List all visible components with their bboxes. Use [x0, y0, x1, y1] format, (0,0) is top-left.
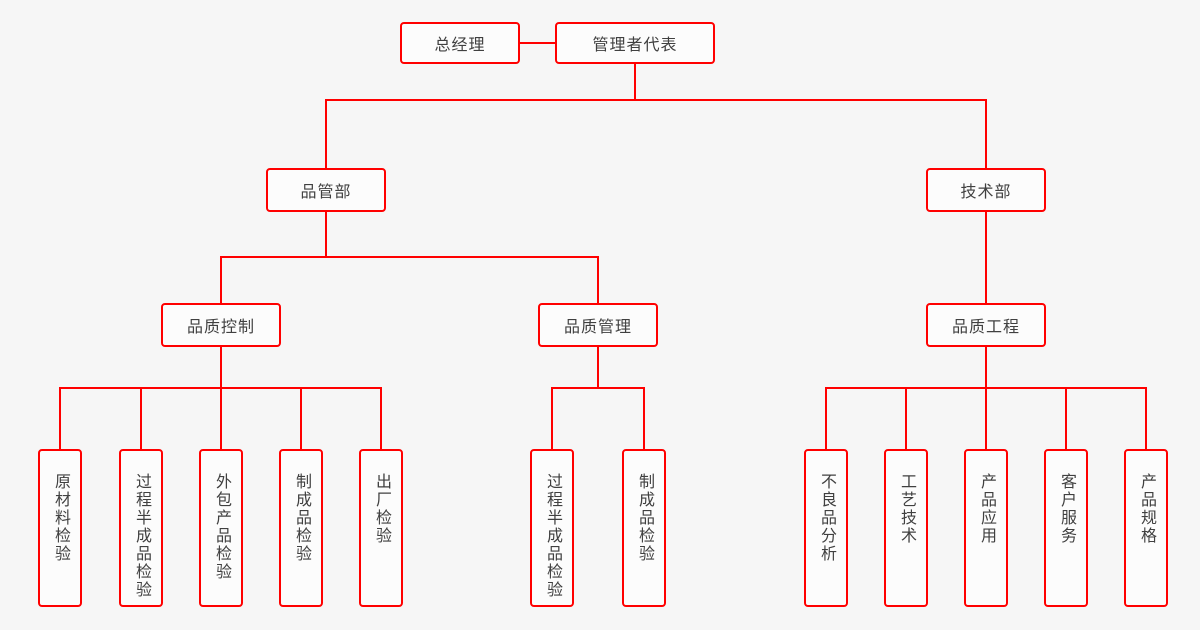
org-node-finished-product-inspection-qc: 制成品检验	[279, 449, 323, 607]
org-node-quality-dept: 品管部	[266, 168, 386, 212]
org-node-process-semi-finished-inspection-qm: 过程半成品检验	[530, 449, 574, 607]
org-node-process-technology: 工艺技术	[884, 449, 928, 607]
org-node-customer-service: 客户服务	[1044, 449, 1088, 607]
org-node-outsourced-product-inspection: 外包产品检验	[199, 449, 243, 607]
org-node-finished-product-inspection-qm: 制成品检验	[622, 449, 666, 607]
org-node-raw-material-inspection: 原材料检验	[38, 449, 82, 607]
org-node-quality-management: 品质管理	[538, 303, 658, 347]
org-node-tech-dept: 技术部	[926, 168, 1046, 212]
org-node-quality-engineering: 品质工程	[926, 303, 1046, 347]
org-node-process-semi-finished-inspection-qc: 过程半成品检验	[119, 449, 163, 607]
org-node-quality-control: 品质控制	[161, 303, 281, 347]
org-node-management-rep: 管理者代表	[555, 22, 715, 64]
org-node-outgoing-inspection: 出厂检验	[359, 449, 403, 607]
org-node-general-manager: 总经理	[400, 22, 520, 64]
org-node-product-specification: 产品规格	[1124, 449, 1168, 607]
org-node-defective-product-analysis: 不良品分析	[804, 449, 848, 607]
org-node-product-application: 产品应用	[964, 449, 1008, 607]
